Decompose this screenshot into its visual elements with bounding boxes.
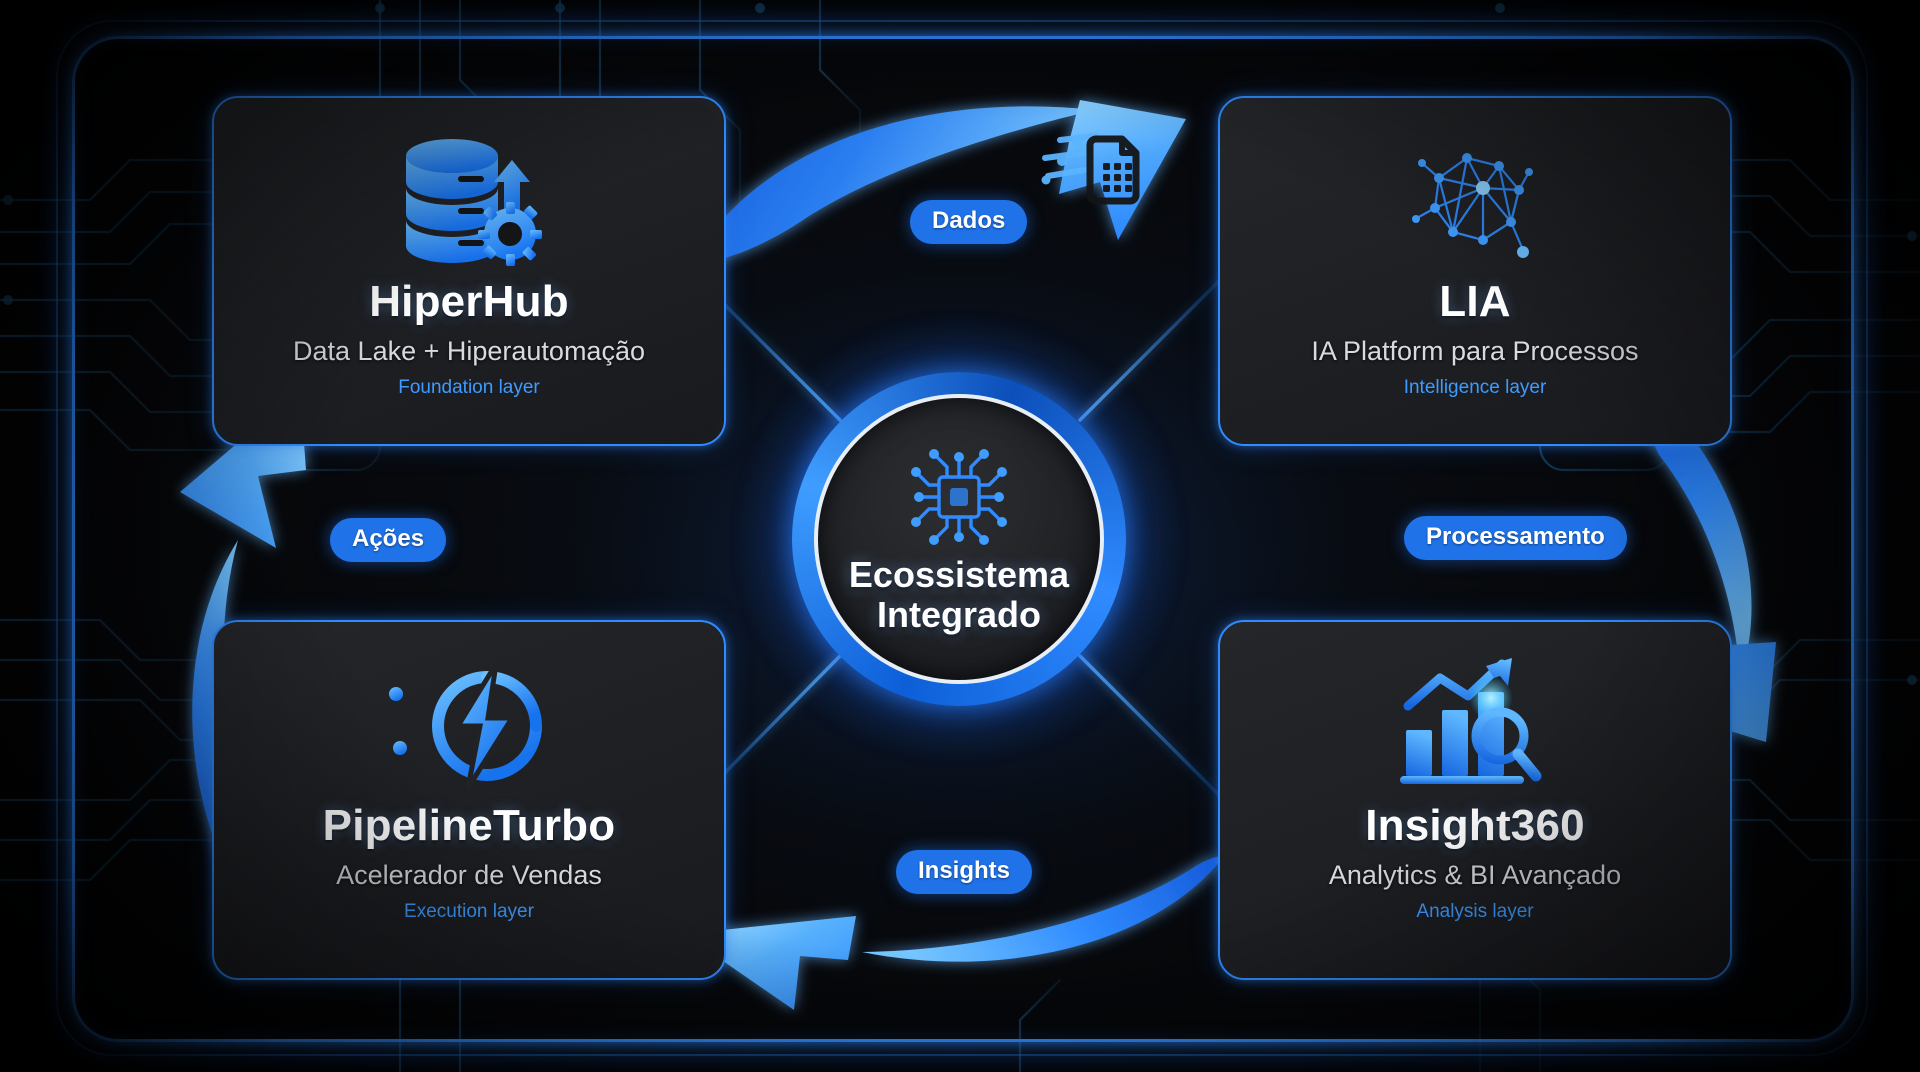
card-subtitle: IA Platform para Processos xyxy=(1311,336,1639,366)
card-layer-label: Foundation layer xyxy=(398,377,540,398)
database-gear-icon xyxy=(394,124,544,280)
card-layer-label: Analysis layer xyxy=(1416,901,1534,922)
card-subtitle: Acelerador de Vendas xyxy=(336,860,602,890)
flow-label-acoes[interactable]: Ações xyxy=(330,518,447,562)
card-title: PipelineTurbo xyxy=(322,801,616,850)
card-subtitle: Analytics & BI Avançado xyxy=(1328,860,1622,890)
card-layer-label: Execution layer xyxy=(404,901,534,922)
flow-label-insights[interactable]: Insights xyxy=(896,850,1033,894)
card-subtitle: Data Lake + Hiperautomação xyxy=(293,336,645,366)
card-title: LIA xyxy=(1439,277,1511,326)
card-title: HiperHub xyxy=(369,277,569,326)
card-insight360[interactable]: Insight360 Analytics & BI Avançado Analy… xyxy=(1218,620,1732,980)
flow-label-processamento[interactable]: Processamento xyxy=(1404,516,1627,560)
card-title: Insight360 xyxy=(1365,801,1585,850)
lightning-bolt-speed-icon xyxy=(384,648,554,804)
card-lia[interactable]: LIA IA Platform para Processos Intellige… xyxy=(1218,96,1732,446)
card-layer-label: Intelligence layer xyxy=(1403,377,1547,398)
neural-network-brain-icon xyxy=(1395,124,1555,280)
card-hiperhub[interactable]: HiperHub Data Lake + Hiperautomação Foun… xyxy=(212,96,726,446)
ecosystem-hub[interactable]: Ecossistema Integrado xyxy=(736,316,1182,762)
flow-label-dados[interactable]: Dados xyxy=(910,200,1028,244)
hub-title-line2: Integrado xyxy=(876,594,1041,635)
bar-chart-magnifier-icon xyxy=(1390,648,1560,804)
hub-title-line1: Ecossistema xyxy=(848,553,1070,595)
cpu-chip-icon xyxy=(905,443,1013,551)
card-pipelineturbo[interactable]: PipelineTurbo Acelerador de Vendas Execu… xyxy=(212,620,726,980)
